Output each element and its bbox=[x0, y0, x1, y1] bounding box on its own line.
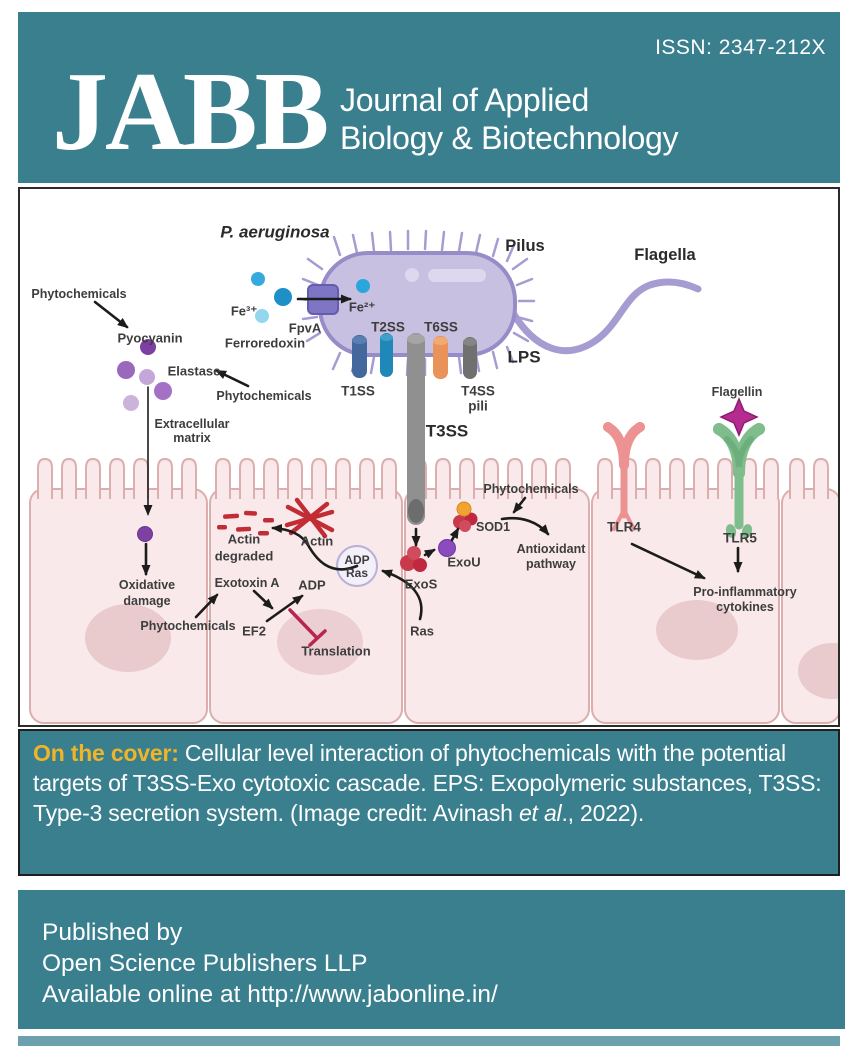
pathway-diagram bbox=[29, 229, 838, 724]
label-pyocyanin: Pyocyanin bbox=[117, 330, 183, 346]
label-phytochemicals-left: Phytochemicals bbox=[31, 286, 127, 301]
label-adp: ADP bbox=[298, 577, 326, 593]
pyocyanin-in-cell bbox=[137, 526, 153, 542]
cover-figure-panel: P. aeruginosa Pilus Flagella LPS Fe³⁺ Fe… bbox=[18, 187, 840, 727]
label-ras: Ras bbox=[410, 623, 434, 639]
label-exotoxin-a: Exotoxin A bbox=[214, 575, 280, 590]
label-phytochemicals-mid: Phytochemicals bbox=[216, 388, 312, 403]
label-t4ss: T4SS bbox=[461, 383, 495, 399]
flagellin-star bbox=[719, 397, 759, 437]
label-elastase: Elastase bbox=[167, 363, 221, 379]
label-ef2: EF2 bbox=[242, 623, 266, 639]
label-proinflammatory-1: Pro-inflammatory bbox=[693, 584, 797, 599]
label-adp-ras-2: Ras bbox=[345, 566, 369, 580]
label-fe3: Fe³⁺ bbox=[230, 303, 258, 319]
caption-lead: On the cover: bbox=[33, 740, 179, 766]
label-ferroredoxin: Ferroredoxin bbox=[224, 335, 306, 351]
microvilli bbox=[37, 457, 829, 499]
translation-nucleus bbox=[277, 609, 363, 675]
caption-body-2: ., 2022). bbox=[561, 799, 645, 826]
bottom-accent-strip bbox=[18, 1036, 840, 1046]
footer-line-publisher: Open Science Publishers LLP bbox=[42, 950, 368, 978]
label-t1ss: T1SS bbox=[341, 383, 375, 399]
label-oxidative-2: damage bbox=[123, 593, 171, 608]
journal-logo: JABB bbox=[52, 50, 329, 174]
label-t6ss: T6SS bbox=[424, 319, 458, 335]
journal-title-line1: Journal of Applied bbox=[340, 82, 590, 118]
header-banner: ISSN: 2347-212X JABB Journal of Applied … bbox=[18, 12, 840, 183]
label-t2ss: T2SS bbox=[371, 319, 405, 335]
journal-title-line2: Biology & Biotechnology bbox=[340, 119, 679, 156]
iron-dots bbox=[251, 272, 370, 323]
label-antioxidant-1: Antioxidant bbox=[516, 541, 586, 556]
label-pilus: Pilus bbox=[505, 236, 545, 255]
label-tlr4: TLR4 bbox=[607, 519, 641, 535]
actin-cross bbox=[284, 497, 335, 539]
label-phytochemicals-bottom: Phytochemicals bbox=[140, 618, 236, 633]
t1ss-cylinder bbox=[352, 335, 367, 378]
t3ss-needle bbox=[407, 333, 425, 525]
label-lps: LPS bbox=[507, 347, 541, 367]
caption-italic: et al bbox=[518, 799, 562, 826]
label-translation: Translation bbox=[301, 643, 371, 659]
label-actin-degraded-2: degraded bbox=[214, 548, 274, 564]
label-oxidative-1: Oxidative bbox=[118, 577, 176, 592]
label-t3ss: T3SS bbox=[425, 421, 469, 441]
footer-line-published-by: Published by bbox=[42, 919, 183, 946]
inhibition-arrow bbox=[288, 608, 327, 647]
label-p-aeruginosa: P. aeruginosa bbox=[220, 222, 330, 242]
label-tlr5: TLR5 bbox=[723, 530, 757, 546]
tlr4-receptor bbox=[603, 422, 645, 531]
label-t4ss-pili: pili bbox=[468, 398, 488, 414]
cell-nuclei bbox=[85, 600, 838, 699]
actin-degraded-dashes bbox=[217, 510, 274, 536]
tlr5-receptor bbox=[713, 423, 765, 538]
label-flagellin: Flagellin bbox=[711, 384, 763, 399]
label-phytochemicals-right: Phytochemicals bbox=[483, 481, 579, 496]
t6ss-cylinder bbox=[433, 336, 448, 379]
t2ss-cylinder bbox=[380, 333, 393, 377]
cover-caption: On the cover: Cellular level interaction… bbox=[18, 729, 840, 876]
exos-protein bbox=[400, 546, 427, 572]
t4ss-cylinder bbox=[463, 337, 477, 379]
exou-protein bbox=[438, 539, 456, 557]
label-fe2: Fe²⁺ bbox=[348, 299, 376, 315]
flagellum bbox=[509, 278, 702, 355]
label-adp-ras-1: ADP bbox=[344, 553, 370, 567]
label-actin: Actin bbox=[300, 533, 334, 549]
label-antioxidant-2: pathway bbox=[525, 556, 577, 571]
label-extracellular-2: matrix bbox=[173, 430, 211, 445]
footer-line-url: Available online at http://www.jabonline… bbox=[42, 981, 498, 1009]
label-flagella: Flagella bbox=[634, 245, 696, 264]
secretion-systems bbox=[352, 333, 477, 525]
label-sod1: SOD1 bbox=[475, 519, 511, 534]
label-actin-degraded-1: Actin bbox=[227, 531, 261, 547]
pathway-arrows bbox=[93, 294, 743, 623]
label-exou: ExoU bbox=[447, 554, 481, 570]
publisher-footer: Published by Open Science Publishers LLP… bbox=[18, 890, 845, 1029]
journal-title: Journal of Applied Biology & Biotechnolo… bbox=[340, 82, 679, 158]
label-extracellular-1: Extracellular bbox=[154, 416, 230, 431]
label-exos: ExoS bbox=[404, 576, 438, 592]
label-proinflammatory-2: cytokines bbox=[716, 599, 774, 614]
label-fpva: FpvA bbox=[288, 320, 322, 336]
issn-label: ISSN: 2347-212X bbox=[655, 36, 826, 59]
pyocyanin-dots bbox=[117, 339, 172, 542]
caption-body-1: Cellular level interaction of phytochemi… bbox=[33, 740, 822, 826]
sod1-protein bbox=[453, 501, 478, 532]
